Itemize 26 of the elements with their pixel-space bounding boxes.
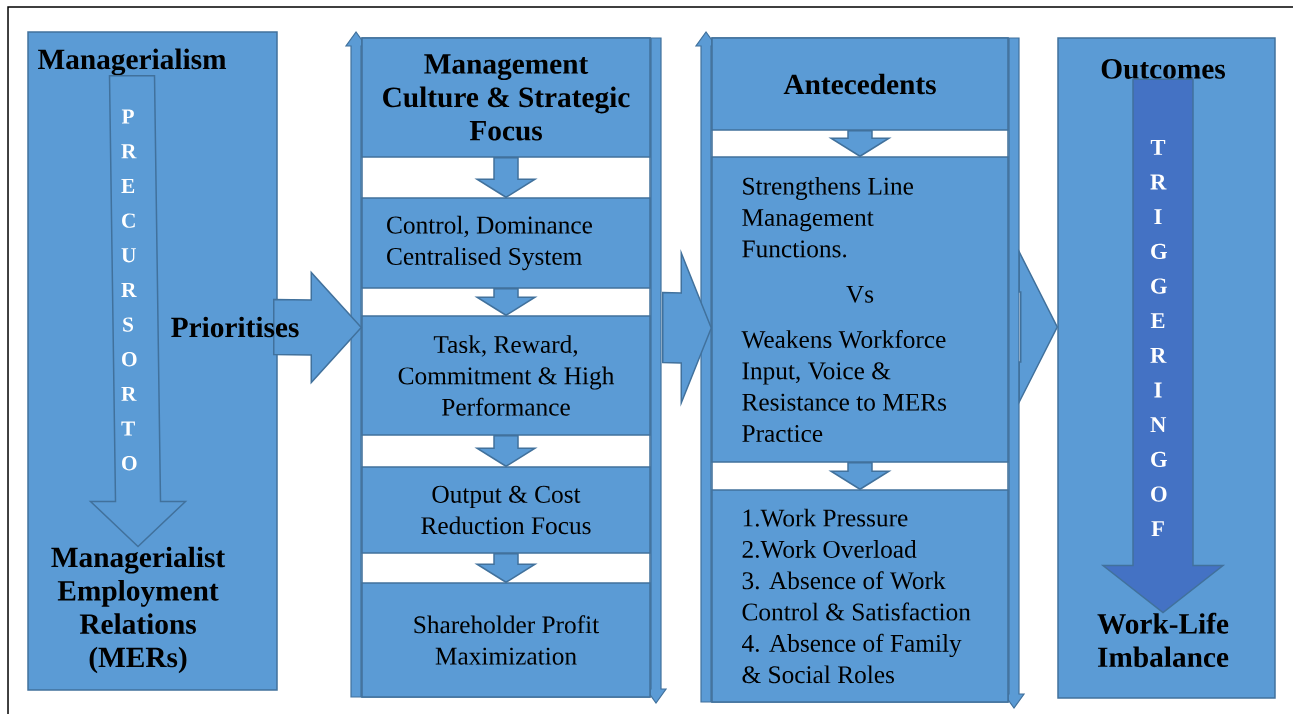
block-arrow — [474, 553, 538, 584]
block-arrow — [273, 270, 363, 385]
block-arrow — [828, 130, 892, 158]
process-box: Shareholder Profit Maximization — [361, 582, 651, 698]
heading-text: Managerialist Employment Relations (MERs) — [51, 546, 226, 674]
heading-text: Outcomes — [1101, 59, 1226, 79]
block-arrow — [828, 462, 892, 491]
heading-text: Work-Life Imbalance — [1097, 612, 1229, 668]
edge-label: PRECURSOR TO — [121, 109, 137, 471]
process-box: Control, Dominance Centralised System — [361, 197, 651, 289]
process-box: Antecedents — [711, 37, 1009, 131]
process-box: Strengthens Line Management Functions. Vs Weakens Workforce Input, Voice & Resistance to MERs Practice — [711, 156, 1009, 463]
heading-text: Managerialism — [38, 48, 227, 76]
process-box: Task, Reward, Commitment & High Performance — [361, 315, 651, 436]
edge-label: Prioritises — [171, 316, 299, 338]
block-arrow — [474, 288, 538, 317]
block-arrow — [1100, 78, 1226, 614]
process-box: Output & Cost Reduction Focus — [361, 466, 651, 554]
block-arrow — [662, 249, 713, 407]
block-arrow — [474, 435, 538, 468]
block-arrow — [1018, 248, 1059, 406]
edge-label: TRIGGERING OF — [1150, 139, 1167, 537]
process-box: Management Culture & Strategic Focus — [361, 37, 651, 158]
process-box: 1.Work Pressure 2.Work Overload 3. Absence of Work Control & Satisfaction 4. Absence of Family & Social Roles — [711, 489, 1009, 703]
block-arrow — [474, 157, 538, 199]
block-arrow — [88, 74, 188, 548]
